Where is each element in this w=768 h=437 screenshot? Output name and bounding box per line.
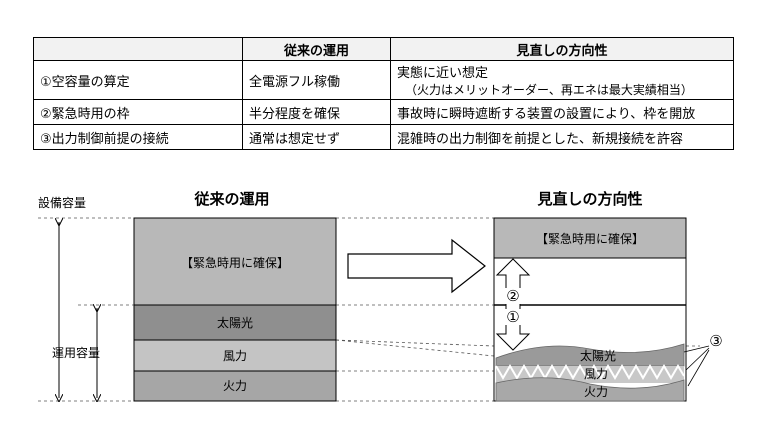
left-solar-label: 太陽光 — [217, 315, 253, 330]
right-solar-label: 太陽光 — [580, 348, 616, 363]
table-row: ①空容量の算定 全電源フル稼働 実態に近い想定 （火力はメリットオーダー、再エネ… — [33, 60, 734, 100]
row-revised: 実態に近い想定 （火力はメリットオーダー、再エネは最大実績相当） — [390, 60, 734, 100]
marker-3-leaders — [683, 345, 710, 387]
header-revised: 見直しの方向性 — [390, 37, 734, 61]
left-wind-label: 風力 — [223, 349, 247, 363]
marker-1-bg — [503, 309, 523, 325]
header-blank — [33, 37, 243, 61]
marker-2: ② — [506, 287, 519, 305]
row-conventional: 全電源フル稼働 — [242, 60, 391, 100]
transition-arrow — [347, 238, 486, 294]
left-reserve-block — [133, 217, 337, 306]
row-item: ②緊急時用の枠 — [33, 99, 243, 125]
right-reserve-block — [493, 217, 687, 259]
row-revised-note: （火力はメリットオーダー、再エネは最大実績相当） — [405, 83, 693, 97]
table-row: ②緊急時用の枠 半分程度を確保 事故時に瞬時遮断する装置の設置により、枠を開放 — [33, 99, 734, 125]
table-header-row: 従来の運用 見直しの方向性 — [33, 37, 734, 61]
row-item: ③出力制御前提の接続 — [33, 124, 243, 150]
header-conventional: 従来の運用 — [242, 37, 391, 61]
left-thermal-label: 火力 — [223, 379, 247, 393]
marker-3: ③ — [709, 332, 722, 350]
left-solar-block — [133, 304, 337, 341]
reference-lines — [38, 217, 700, 402]
right-thermal-label: 火力 — [584, 385, 608, 399]
right-wind-label: 風力 — [584, 367, 608, 381]
row-item: ①空容量の算定 — [33, 60, 243, 100]
freed-capacity-arrow — [495, 258, 531, 351]
right-solar-band — [495, 343, 685, 367]
marker-1: ① — [506, 308, 519, 326]
right-thermal-band — [495, 377, 685, 402]
row-conventional: 通常は想定せず — [242, 124, 391, 150]
left-title: 従来の運用 — [193, 190, 269, 208]
row-revised: 事故時に瞬時遮断する装置の設置により、枠を開放 — [390, 99, 734, 125]
table-row: ③出力制御前提の接続 通常は想定せず 混雑時の出力制御を前提とした、新規接続を許… — [33, 124, 734, 150]
right-wind-pattern — [495, 364, 685, 380]
left-wind-block — [133, 339, 337, 372]
left-thermal-block — [133, 370, 337, 402]
right-title: 見直しの方向性 — [536, 190, 642, 208]
comparison-table: 従来の運用 見直しの方向性 ①空容量の算定 全電源フル稼働 実態に近い想定 （火… — [33, 37, 734, 150]
marker-2-bg — [503, 288, 523, 304]
left-reserve-label: 【緊急時用に確保】 — [181, 255, 289, 270]
row-revised: 混雑時の出力制御を前提とした、新規接続を許容 — [390, 124, 734, 150]
row-revised-main: 実態に近い想定 — [397, 66, 489, 81]
operating-label: 運用容量 — [52, 345, 100, 360]
right-reserve-label: 【緊急時用に確保】 — [536, 231, 644, 246]
capacity-label: 設備容量 — [38, 195, 86, 210]
